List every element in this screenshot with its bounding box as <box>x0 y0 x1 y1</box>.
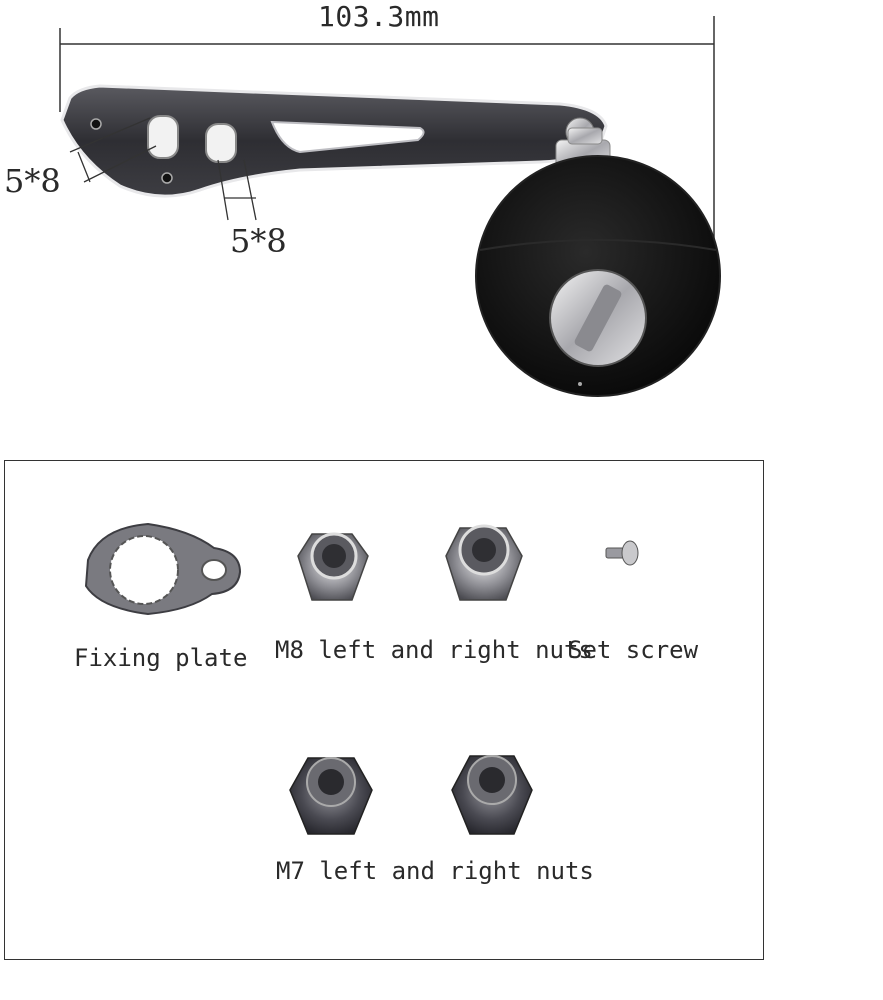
m8-nuts-label: M8 left and right nuts <box>275 636 593 664</box>
set-screw-label: Set screw <box>568 636 699 664</box>
knob <box>475 155 721 397</box>
fixing-plate-label: Fixing plate <box>74 644 248 672</box>
hole-b-size-label: 5*8 <box>230 222 287 260</box>
m7-nuts-label: M7 left and right nuts <box>276 857 594 885</box>
hole-dimension-marks <box>69 117 257 221</box>
overall-length-label: 103.3mm <box>318 0 440 33</box>
handle-arm <box>60 84 608 198</box>
handle-illustration <box>59 16 721 397</box>
overall-length-dimension <box>59 16 715 252</box>
accessory-box <box>4 460 764 960</box>
hole-a-size-label: 5*8 <box>4 162 61 200</box>
